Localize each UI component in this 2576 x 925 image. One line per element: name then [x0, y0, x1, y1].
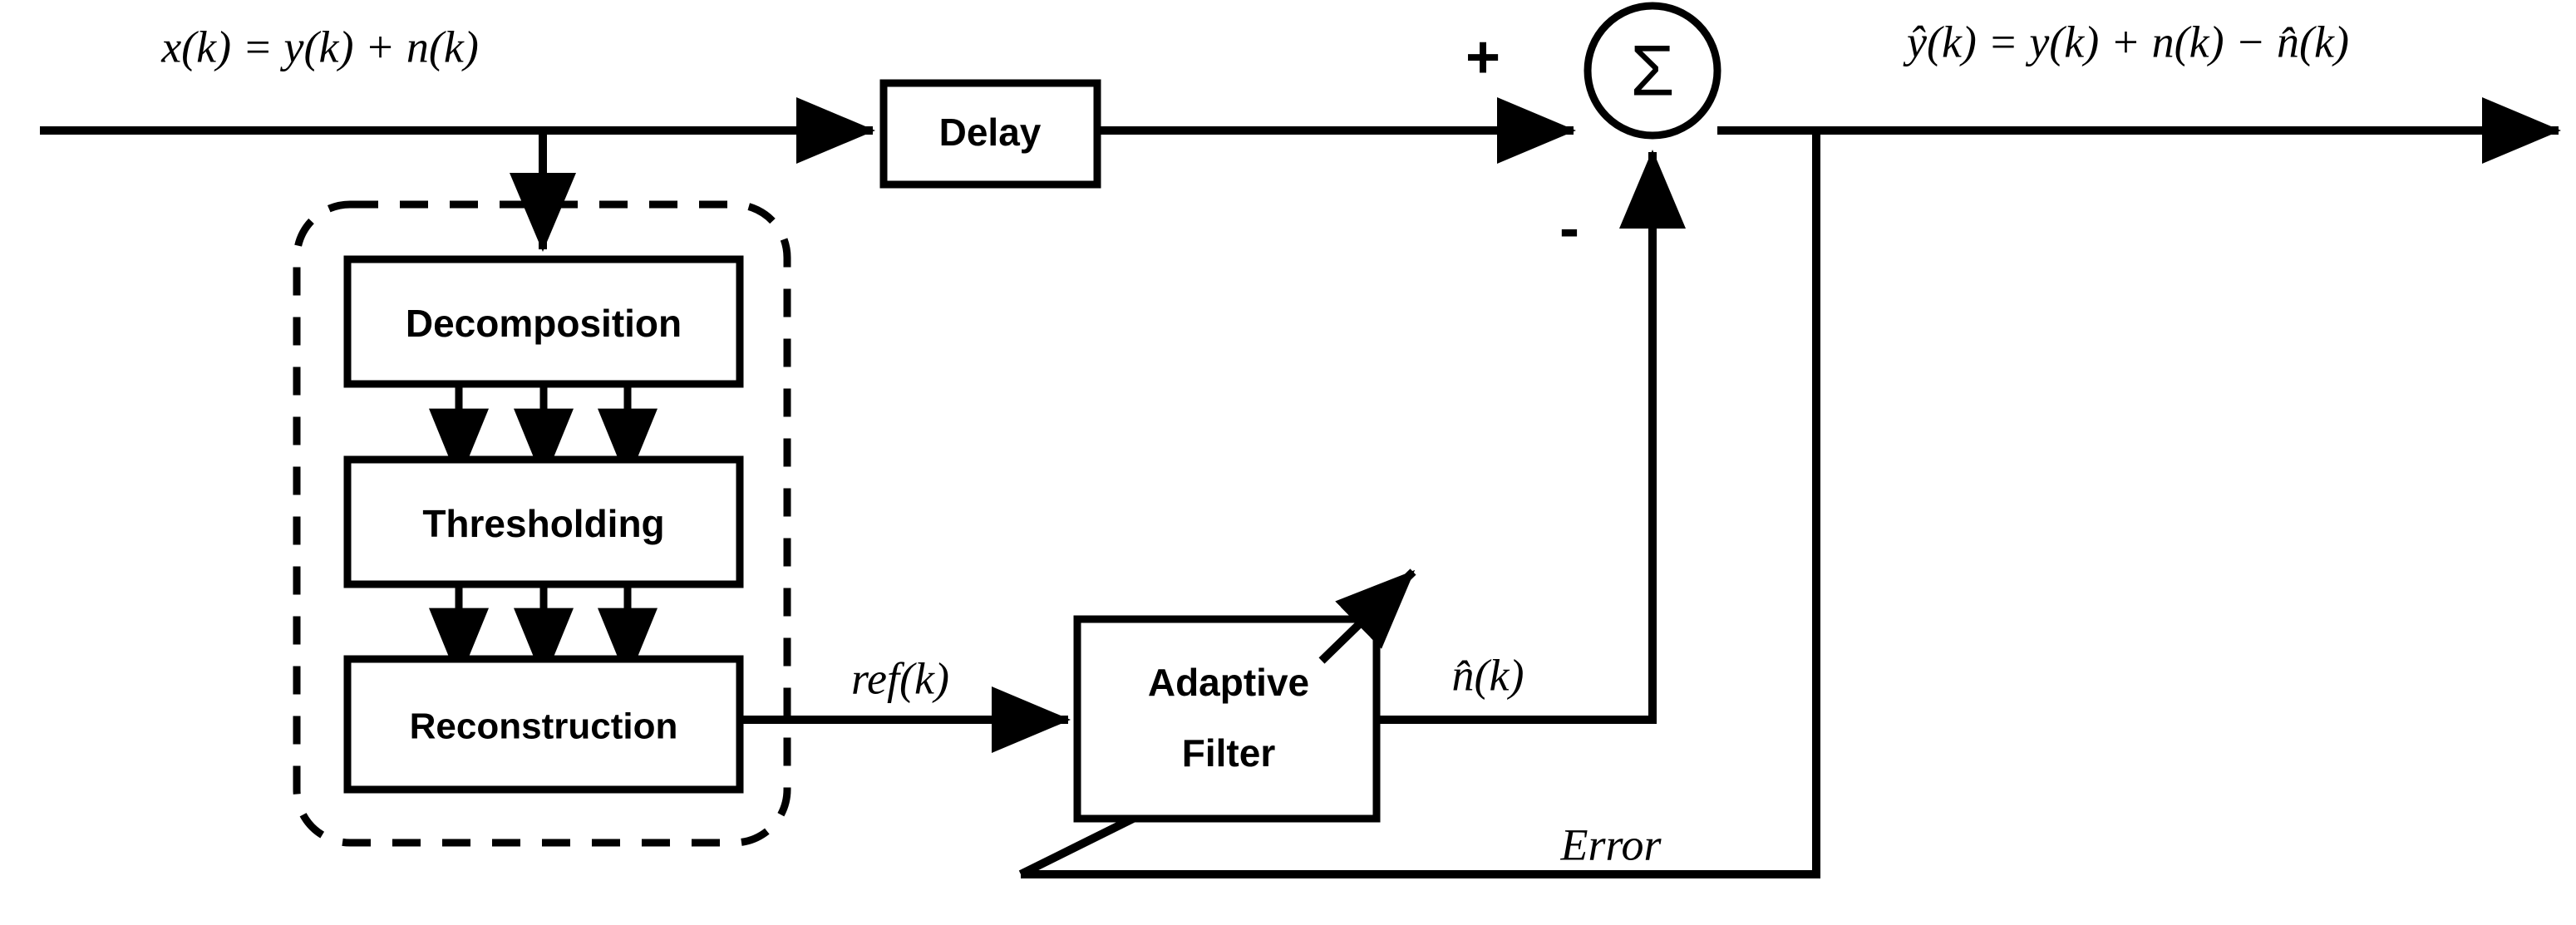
wire-error-into-filter	[1018, 814, 1135, 878]
block-reconstruction[interactable]	[343, 655, 744, 794]
adaptive-tuning-arrow-icon	[1318, 568, 1416, 664]
summing-junction[interactable]	[1584, 2, 1721, 140]
plus-sign-label: +	[1465, 24, 1500, 91]
label-output-signal: ŷ(k) = y(k) + n(k) − n̂(k)	[1903, 17, 2349, 66]
block-thresholding-label: Thresholding	[422, 502, 664, 545]
minus-sign-label: -	[1559, 195, 1579, 262]
label-error-signal: Error	[1559, 819, 1662, 869]
wire-error-feedback	[1021, 130, 1820, 878]
sigma-icon: Σ	[1630, 32, 1674, 111]
block-adaptive-filter-label-line2: Filter	[1182, 731, 1276, 775]
label-noise-estimate: n̂(k)	[1452, 650, 1524, 700]
block-decomposition[interactable]	[343, 255, 744, 388]
block-reconstruction-label: Reconstruction	[410, 706, 678, 747]
wire-noise-estimate-to-sum	[1377, 149, 1686, 724]
block-adaptive-filter-label-line1: Adaptive	[1148, 661, 1309, 704]
block-delay-label: Delay	[939, 111, 1042, 154]
label-reference-signal: ref(k)	[851, 653, 949, 703]
wavelet-denoising-group-boundary	[293, 200, 791, 847]
label-input-signal: x(k) = y(k) + n(k)	[160, 22, 479, 71]
block-decomposition-label: Decomposition	[406, 302, 682, 345]
